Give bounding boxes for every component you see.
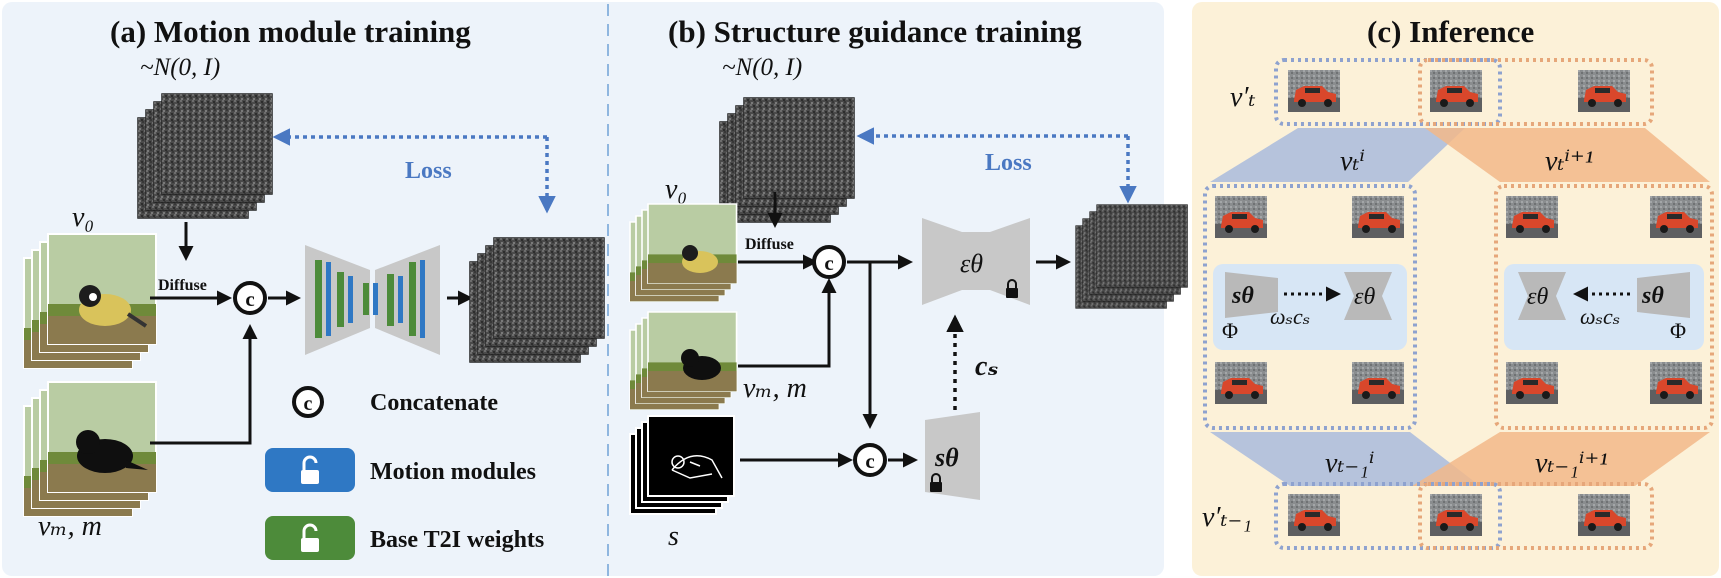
s-theta-encoder: sθ (925, 412, 980, 500)
car-frame-icon (1352, 362, 1404, 404)
left-phi: Φ (1222, 318, 1238, 343)
bottom-right-dotted-box (1418, 482, 1654, 550)
panel-c-title: (c) Inference (1367, 14, 1534, 49)
masked-label-a: vₘ, m (38, 511, 102, 542)
concat-icon-b2: c (853, 443, 887, 477)
legend-concat-icon: c (292, 386, 324, 418)
left-eps: εθ (1354, 284, 1375, 310)
left-omega: ωₛcₛ (1270, 304, 1310, 329)
bird-frames-icon (23, 233, 157, 369)
band-bot-left (1210, 432, 1480, 486)
svg-text:εθ: εθ (960, 249, 983, 278)
car-frame-icon (1578, 494, 1630, 536)
eps-theta-unet: εθ (922, 218, 1030, 305)
video-label-b: v₀ (665, 174, 687, 205)
diffuse-label-b: Diffuse (745, 236, 794, 253)
car-frame-icon (1352, 196, 1404, 238)
bottom-left-dotted-box (1274, 482, 1502, 550)
output-noise-stack-a (469, 237, 605, 363)
masked-label-b: vₘ, m (743, 373, 807, 404)
sketch-frames-icon (629, 415, 735, 515)
loss-label-a: Loss (405, 158, 452, 184)
car-frame-icon (1288, 494, 1340, 536)
right-omega: ωₛcₛ (1580, 304, 1620, 329)
car-frame-icon (1506, 196, 1558, 238)
unet-icon (305, 245, 440, 355)
panel-b-title: (b) Structure guidance training (668, 14, 1082, 49)
car-frame-icon (1506, 362, 1558, 404)
concat-icon: c (233, 281, 267, 315)
noise-stack-icon (137, 93, 273, 219)
svg-text:sθ: sθ (934, 443, 959, 472)
right-s-theta: sθ (1641, 283, 1664, 309)
car-frame-icon (1215, 196, 1267, 238)
car-frame-icon (1650, 196, 1702, 238)
panel-b-noise-dist: ~N(0, I) (722, 54, 802, 81)
diffuse-label-a: Diffuse (158, 277, 207, 294)
car-frame-icon (1215, 362, 1267, 404)
band-top-right (1425, 128, 1710, 182)
legend-concatenate: Concatenate (370, 390, 498, 416)
car-frame-icon (1430, 494, 1482, 536)
noise-stack-icon-b (719, 97, 855, 223)
masked-bird-frames-icon (23, 381, 157, 517)
car-frame-icon (1288, 70, 1340, 112)
c-s-label: cₛ (975, 351, 998, 382)
right-eps: εθ (1527, 284, 1548, 310)
v-t-i: vₜⁱ (1340, 146, 1365, 177)
bird-frames-icon-b (629, 203, 738, 303)
sketch-label-b: s (668, 521, 679, 552)
video-label-a: v₀ (72, 202, 94, 233)
top-left-dotted-box (1274, 58, 1502, 126)
output-noise-stack-b (1075, 204, 1188, 309)
svg-text:c: c (304, 393, 313, 415)
car-frame-icon (1578, 70, 1630, 112)
car-frame-icon (1430, 70, 1482, 112)
v-t-prime: v′ₜ (1230, 82, 1256, 113)
band-top-left (1210, 128, 1465, 182)
right-window-box (1494, 184, 1714, 430)
v-tm1-prime: v′ₜ₋₁ (1202, 502, 1252, 533)
legend-motion-modules: Motion modules (370, 459, 536, 485)
v-tm1-i: vₜ₋₁ⁱ (1325, 448, 1374, 479)
v-t-i1: vₜⁱ⁺¹ (1545, 146, 1593, 177)
masked-bird-frames-icon-b (629, 311, 738, 411)
svg-text:c: c (824, 251, 833, 275)
band-bot-right (1412, 432, 1710, 486)
right-phi: Φ (1670, 318, 1686, 343)
loss-label-b: Loss (985, 150, 1032, 176)
legend-base-weights: Base T2I weights (370, 527, 544, 553)
v-tm1-i1: vₜ₋₁ⁱ⁺¹ (1535, 448, 1608, 479)
left-window-box (1203, 184, 1417, 430)
svg-text:c: c (245, 287, 254, 311)
panel-a-noise-dist: ~N(0, I) (140, 54, 220, 81)
panel-a-title: (a) Motion module training (110, 14, 471, 49)
svg-text:c: c (865, 449, 874, 473)
left-s-theta: sθ (1231, 283, 1254, 309)
top-right-dotted-box (1418, 58, 1654, 126)
unlock-icon-green (301, 523, 319, 552)
concat-icon-b1: c (812, 245, 846, 279)
unlock-icon (301, 455, 319, 484)
car-frame-icon (1650, 362, 1702, 404)
